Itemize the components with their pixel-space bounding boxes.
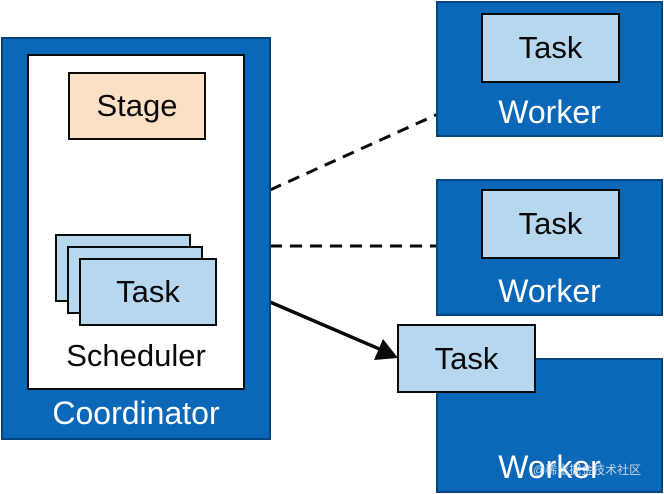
task-stack-front: Task: [79, 258, 217, 326]
worker-1-label: Worker: [498, 94, 601, 130]
coordinator-box: Stage Task Scheduler Coordinator: [1, 37, 271, 440]
stage-label: Stage: [96, 88, 178, 123]
worker-box-1: Task Worker: [436, 1, 663, 137]
worker-box-3: Worker @稀土掘金技术社区: [436, 358, 663, 493]
scheduler-label: Scheduler: [66, 338, 206, 373]
worker-3-task: Task: [397, 324, 536, 393]
worker-3-arrow-head: [374, 339, 398, 360]
worker-3-label: Worker: [498, 449, 601, 485]
solid-link-worker-3: [269, 300, 385, 353]
scheduler-box: Stage Task Scheduler: [27, 54, 245, 390]
worker-box-2: Task Worker: [436, 179, 663, 316]
worker-2-label: Worker: [498, 273, 601, 309]
worker-2-task-label: Task: [518, 206, 583, 241]
worker-1-task: Task: [481, 13, 620, 83]
worker-3-task-label: Task: [434, 340, 499, 376]
stage-box: Stage: [68, 72, 206, 140]
worker-2-task: Task: [481, 189, 620, 259]
coordinator-label: Coordinator: [52, 395, 220, 431]
scheduler-task-label: Task: [116, 274, 180, 309]
worker-1-task-label: Task: [518, 30, 583, 65]
dashed-link-worker-1: [269, 112, 439, 192]
watermark: @稀土掘金技术社区: [533, 463, 642, 477]
